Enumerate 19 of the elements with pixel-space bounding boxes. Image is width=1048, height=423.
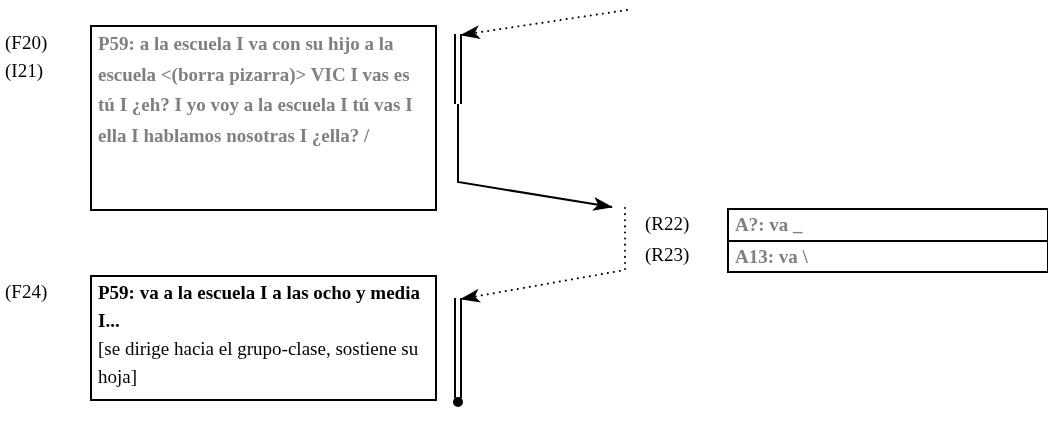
- transcript-text: A13: va \: [735, 245, 809, 269]
- transcript-box: [727, 208, 1048, 242]
- dotted-arrow: [460, 9, 628, 40]
- line-code-label: (F20): [5, 31, 48, 55]
- line-code-label: (R22): [645, 212, 690, 236]
- arrow: [457, 103, 613, 211]
- transcript-box: [90, 25, 437, 211]
- transcript-text: P59: a la escuela I va con su hijo a la escuela <(borra pizarra)> VIC I vas es tú I ¿eh? I yo voy a la escuela I tú vas I ella I hablamos nosotras I ¿ella? /: [98, 32, 414, 148]
- line-code-label: (F24): [5, 280, 48, 304]
- transcript-text: P59: va a la escuela I a las ocho y media I...: [98, 281, 421, 333]
- transcript-box: [90, 275, 437, 401]
- dotted-arrow: [460, 207, 626, 303]
- double-bar: [454, 298, 462, 398]
- transcript-text: [se dirige hacia el grupo-clase, sostiene su hoja]: [98, 337, 420, 389]
- transcript-box: [727, 240, 1048, 273]
- double-bar: [454, 34, 462, 104]
- line-code-label: (I21): [5, 59, 43, 83]
- transcript-text: A?: va _: [735, 213, 804, 237]
- line-code-label: (R23): [645, 243, 690, 267]
